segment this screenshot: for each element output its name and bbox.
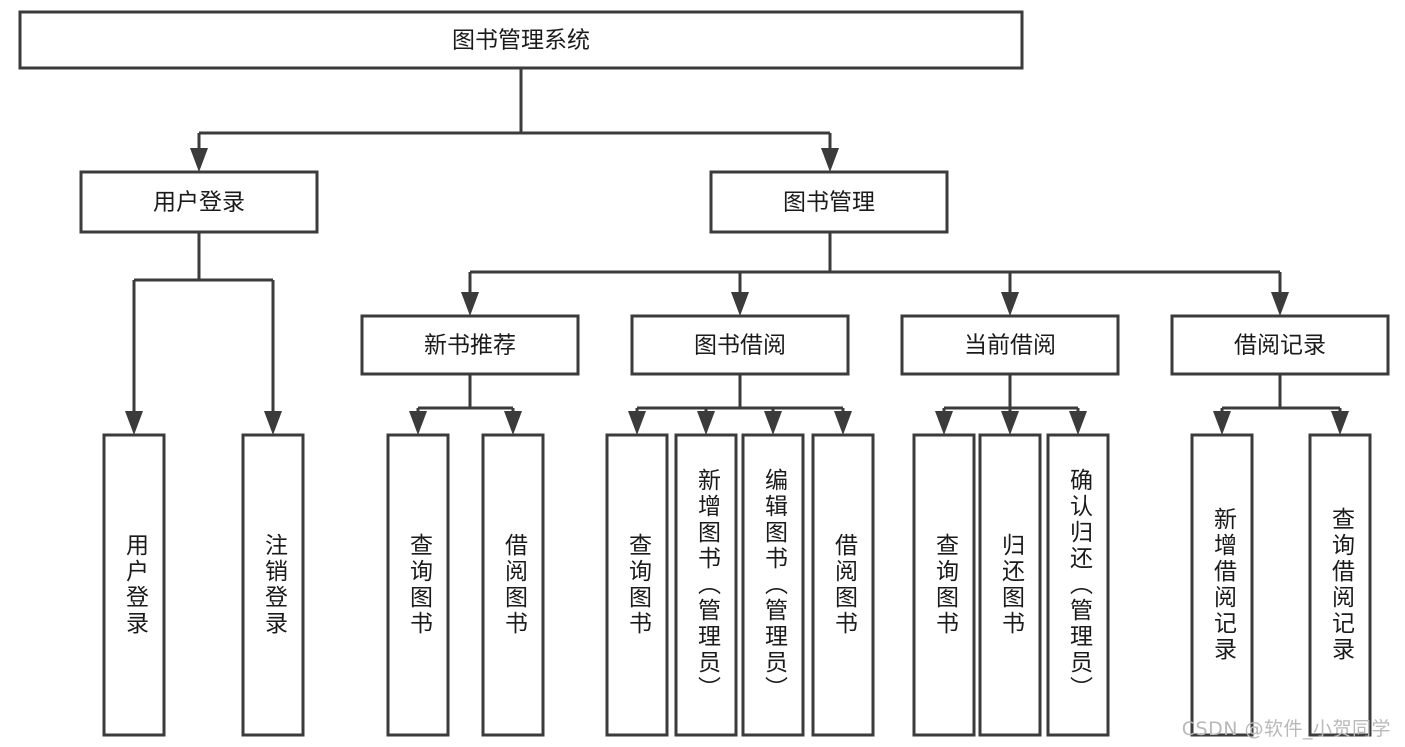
node-leaf-query-book-3-box[interactable] [912,433,976,737]
connector-borrow-record-bus [1220,374,1342,418]
node-leaf-query-book-2-box[interactable] [605,433,669,737]
connector-layer [125,68,1349,435]
node-leaf-confirm-return-box[interactable] [1046,433,1110,737]
arrowhead-to-leaf-edit-book [764,411,782,435]
node-leaf-edit-book-box[interactable] [741,433,805,737]
node-book-manage-label: 图书管理 [783,190,875,216]
arrowhead-to-leaf-return-book [1001,411,1019,435]
connector-new-book-rec-bus [416,374,515,418]
node-book-borrow[interactable]: 图书借阅 [630,314,850,376]
node-user-login-box[interactable] [79,170,319,234]
node-root-box[interactable] [18,10,1024,70]
arrowhead-to-leaf-user-login [125,411,143,435]
node-leaf-query-record-box[interactable] [1308,433,1372,737]
connector-book-manage-bus [468,232,1282,299]
node-book-borrow-box[interactable] [630,314,850,376]
node-root[interactable]: 图书管理系统 [18,10,1024,70]
node-leaf-return-book-box[interactable] [978,433,1042,737]
arrowhead-to-leaf-query-record [1331,411,1349,435]
arrowhead-to-leaf-confirm-return [1069,411,1087,435]
node-leaf-query-book-1-box[interactable] [386,433,450,737]
arrowhead-to-leaf-borrow-book-1 [504,411,522,435]
node-book-borrow-label: 图书借阅 [694,333,786,359]
connector-user-login-bus [132,232,275,418]
node-leaf-user-login-box[interactable] [102,433,166,737]
node-leaf-logout-box[interactable] [241,433,305,737]
node-user-login-label: 用户登录 [153,190,245,216]
node-borrow-record-box[interactable] [1170,314,1390,376]
csdn-watermark: CSDN @软件_小贺同学 [1181,718,1391,740]
node-root-label: 图书管理系统 [452,28,590,54]
node-new-book-rec[interactable]: 新书推荐 [360,314,580,376]
node-book-manage[interactable]: 图书管理 [709,170,949,234]
node-leaf-add-record-box[interactable] [1190,433,1254,737]
arrowhead-to-borrow-record [1271,292,1289,316]
connector-root-bus [197,68,832,155]
arrowhead-to-leaf-query-book-2 [628,411,646,435]
node-current-borrow-label: 当前借阅 [964,333,1056,359]
node-new-book-rec-box[interactable] [360,314,580,376]
node-current-borrow[interactable]: 当前借阅 [900,314,1120,376]
arrowhead-to-leaf-add-book [697,411,715,435]
node-current-borrow-box[interactable] [900,314,1120,376]
connector-book-borrow-bus [635,374,845,418]
arrowhead-to-current-borrow [1001,292,1019,316]
node-borrow-record[interactable]: 借阅记录 [1170,314,1390,376]
arrowhead-to-leaf-query-book-1 [409,411,427,435]
arrowhead-to-user-login [190,148,208,172]
leaf-node-layer [102,433,1372,737]
node-user-login[interactable]: 用户登录 [79,170,319,234]
arrowhead-to-book-borrow [731,292,749,316]
arrowhead-to-leaf-borrow-book-2 [834,411,852,435]
arrowhead-to-new-book-rec [461,292,479,316]
arrowhead-to-leaf-logout [264,411,282,435]
node-leaf-borrow-book-1-box[interactable] [481,433,545,737]
arrowhead-to-leaf-add-record [1213,411,1231,435]
node-book-manage-box[interactable] [709,170,949,234]
arrowhead-to-leaf-query-book-3 [935,411,953,435]
node-borrow-record-label: 借阅记录 [1234,333,1326,359]
node-leaf-add-book-box[interactable] [674,433,738,737]
node-new-book-rec-label: 新书推荐 [424,333,516,359]
arrowhead-to-book-manage [821,148,839,172]
node-leaf-borrow-book-2-box[interactable] [811,433,875,737]
